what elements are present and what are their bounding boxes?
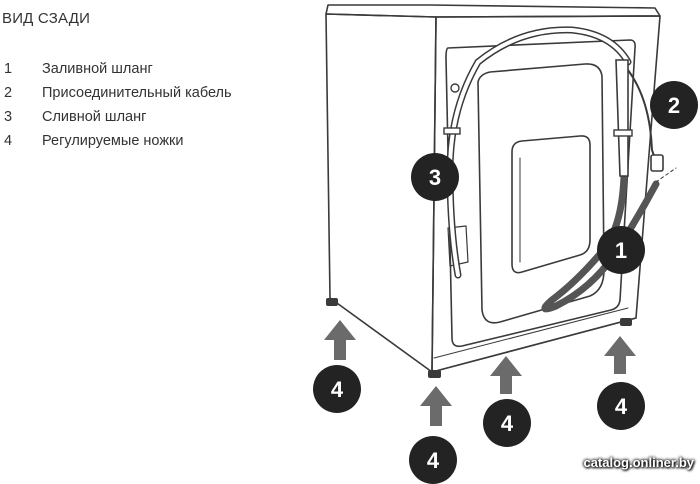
legend-number: 3 (4, 109, 13, 125)
diagram-title: ВИД СЗАДИ (2, 10, 91, 27)
drain-hose-inner (447, 27, 630, 277)
clip (613, 129, 633, 137)
power-cable (627, 69, 657, 163)
svg-text:4: 4 (501, 411, 514, 436)
legend-number: 2 (4, 85, 13, 101)
arrow-up (420, 386, 452, 426)
legend-item: 4 Регулируемые ножки (2, 129, 232, 153)
legend-item: 2 Присоединительный кабель (2, 81, 232, 105)
rear-cover-outline (445, 39, 636, 348)
legend-label: Присоединительный кабель (42, 85, 232, 101)
foot-arrows (324, 320, 636, 426)
bottom-strip (433, 307, 629, 359)
service-hatch (511, 135, 591, 274)
foot-rear-right (620, 318, 632, 326)
hose-clips (443, 83, 633, 137)
callouts: 1 2 3 4 4 4 4 (313, 81, 698, 484)
legend-item: 3 Сливной шланг (2, 105, 232, 129)
callout-4: 4 (313, 365, 361, 413)
legend-number: 1 (4, 61, 13, 77)
clip (450, 83, 460, 93)
inlet-connector (655, 167, 677, 183)
hose-clip-column (615, 59, 629, 177)
clip (443, 127, 461, 135)
callout-3: 3 (411, 153, 459, 201)
callout-4: 4 (409, 436, 457, 484)
svg-text:4: 4 (615, 394, 628, 419)
legend-item: 1 Заливной шланг (2, 57, 232, 81)
drain-fitting (447, 225, 469, 267)
machine-feet (326, 298, 632, 378)
legend-number: 4 (4, 133, 13, 149)
legend-label: Заливной шланг (42, 61, 153, 77)
legend-list: 1 Заливной шланг 2 Присоединительный кабел… (2, 57, 232, 153)
arrow-up (604, 336, 636, 374)
legend-label: Регулируемые ножки (42, 133, 184, 149)
svg-text:3: 3 (429, 165, 441, 190)
arrow-up (490, 356, 522, 394)
svg-text:1: 1 (615, 238, 627, 263)
callout-4: 4 (597, 382, 645, 430)
callout-2: 2 (650, 81, 698, 129)
callout-4: 4 (483, 399, 531, 447)
watermark-text: catalog.onliner.by (583, 455, 694, 470)
foot-rear-left (428, 370, 441, 378)
legend-label: Сливной шланг (42, 109, 147, 125)
bottom-edge (431, 317, 637, 373)
foot-front-left (326, 298, 338, 306)
arrow-up (324, 320, 356, 360)
svg-text:4: 4 (427, 448, 440, 473)
power-plug (650, 154, 664, 172)
callout-1: 1 (597, 226, 645, 274)
machine-body (325, 4, 661, 373)
hoses (446, 26, 677, 313)
svg-text:4: 4 (331, 377, 344, 402)
svg-text:2: 2 (668, 93, 680, 118)
